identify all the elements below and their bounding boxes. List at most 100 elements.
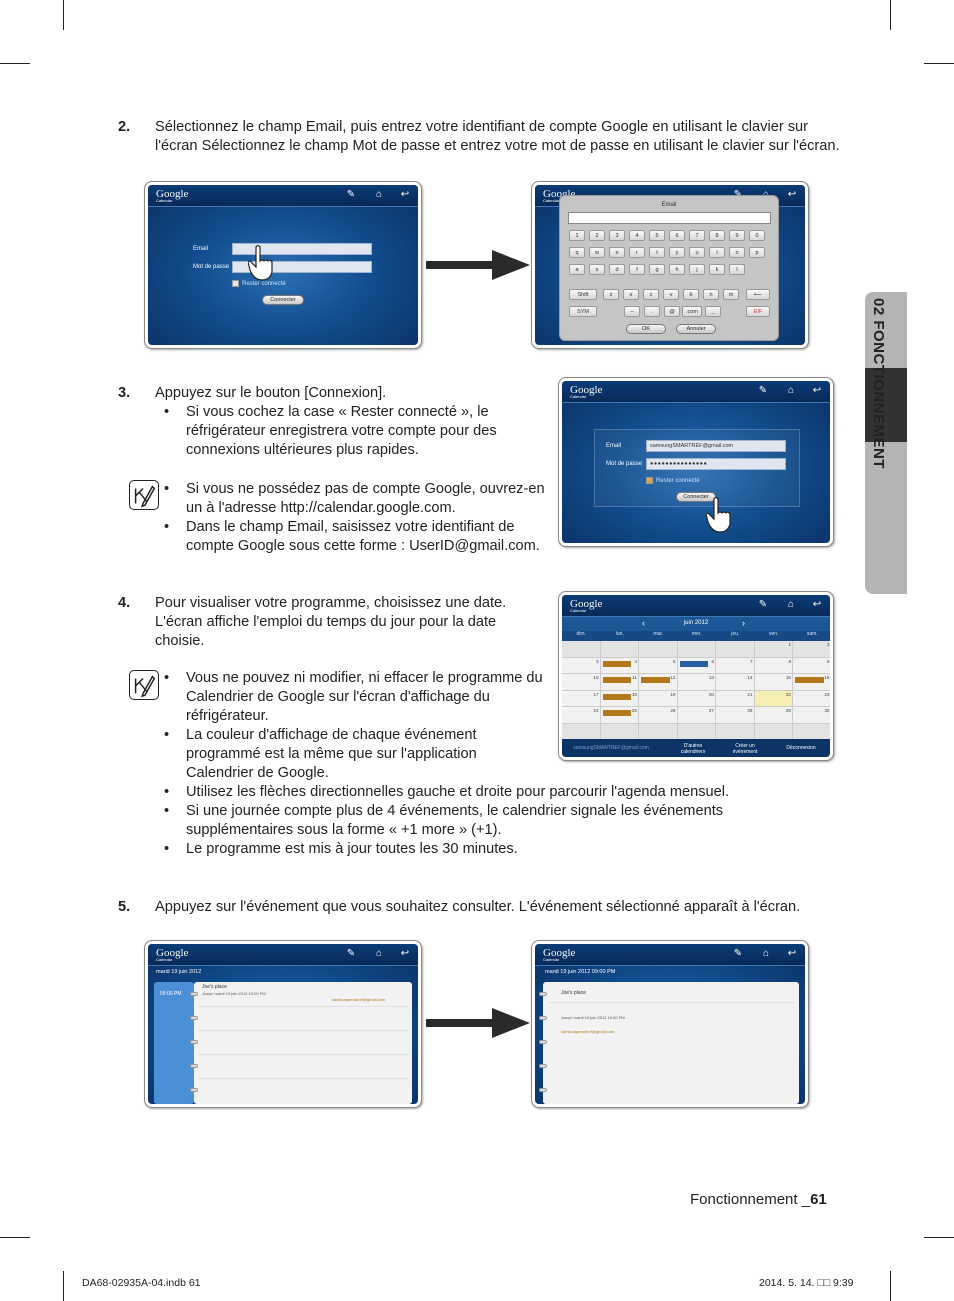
key-r[interactable]: r: [629, 247, 645, 258]
home-icon[interactable]: ⌂: [787, 599, 795, 610]
key-1[interactable]: 1: [569, 230, 585, 241]
prev-month-arrow[interactable]: ‹: [642, 618, 645, 628]
memo-icon[interactable]: ✎: [733, 948, 743, 959]
stay-checkbox[interactable]: [646, 477, 653, 484]
key-u[interactable]: u: [689, 247, 705, 258]
email-field[interactable]: [232, 243, 372, 255]
calendar-day-cell[interactable]: 29: [754, 707, 793, 724]
calendar-day-cell[interactable]: 8: [754, 657, 793, 675]
key-a[interactable]: a: [569, 264, 585, 275]
calendar-day-cell[interactable]: 15: [754, 674, 793, 691]
memo-icon[interactable]: ✎: [758, 599, 768, 610]
calendar-day-cell[interactable]: 7: [716, 657, 755, 675]
calendar-day-cell[interactable]: 1: [754, 641, 793, 658]
key-k[interactable]: k: [709, 264, 725, 275]
key-e[interactable]: e: [609, 247, 625, 258]
calendar-day-cell[interactable]: 19: [639, 690, 678, 708]
backspace-key[interactable]: ⟵: [746, 289, 770, 300]
home-icon[interactable]: ⌂: [759, 188, 773, 202]
key-w[interactable]: w: [589, 247, 605, 258]
key-v[interactable]: v: [663, 289, 679, 300]
ok-button[interactable]: OK: [626, 324, 666, 334]
calendar-day-cell[interactable]: 26: [639, 707, 678, 724]
calendar-day-cell[interactable]: 23: [793, 690, 830, 708]
calendar-day-cell[interactable]: [677, 641, 716, 658]
key-n[interactable]: n: [703, 289, 719, 300]
key-f[interactable]: f: [629, 264, 645, 275]
lang-key[interactable]: E/F: [746, 306, 770, 317]
calendar-day-cell[interactable]: [600, 641, 639, 658]
stay-checkbox[interactable]: [232, 280, 239, 287]
key-l[interactable]: l: [729, 264, 745, 275]
keyboard-input[interactable]: [568, 212, 771, 224]
back-icon[interactable]: ↩: [400, 948, 410, 959]
other-calendars-button[interactable]: D'autres calendriers: [680, 743, 706, 755]
sym-key[interactable]: SYM: [569, 306, 597, 317]
key-j[interactable]: j: [689, 264, 705, 275]
back-icon[interactable]: ↩: [812, 599, 822, 610]
key-0[interactable]: 0: [749, 230, 765, 241]
event-title[interactable]: Joe's place: [202, 984, 227, 990]
calendar-day-cell[interactable]: 17: [562, 690, 601, 708]
key-y[interactable]: y: [669, 247, 685, 258]
shift-key[interactable]: Shift: [569, 289, 597, 300]
connect-button[interactable]: Connecter: [262, 295, 304, 305]
calendar-event[interactable]: [602, 660, 631, 667]
calendar-day-cell[interactable]: 27: [677, 707, 716, 724]
calendar-day-cell[interactable]: 5: [639, 657, 678, 675]
key-2[interactable]: 2: [589, 230, 605, 241]
calendar-day-cell[interactable]: 30: [793, 707, 830, 724]
calendar-day-cell[interactable]: 14: [716, 674, 755, 691]
key-z[interactable]: z: [603, 289, 619, 300]
calendar-event[interactable]: [602, 710, 631, 717]
key-o[interactable]: o: [729, 247, 745, 258]
key-q[interactable]: q: [569, 247, 585, 258]
memo-icon[interactable]: ✎: [346, 948, 356, 959]
calendar-day-cell[interactable]: [562, 641, 601, 658]
key-t[interactable]: t: [649, 247, 665, 258]
key-c[interactable]: c: [643, 289, 659, 300]
dotcom-key[interactable]: .com: [682, 306, 702, 317]
next-month-arrow[interactable]: ›: [742, 618, 745, 628]
key-3[interactable]: 3: [609, 230, 625, 241]
calendar-day-cell[interactable]: 9: [793, 657, 830, 675]
key-x[interactable]: x: [623, 289, 639, 300]
cancel-button[interactable]: Annuler: [676, 324, 716, 334]
back-icon[interactable]: ↩: [812, 385, 822, 396]
calendar-day-cell[interactable]: 24: [562, 707, 601, 724]
memo-icon[interactable]: ✎: [731, 188, 745, 202]
calendar-event[interactable]: [795, 677, 824, 684]
key-s[interactable]: s: [589, 264, 605, 275]
calendar-day-cell[interactable]: 10: [562, 674, 601, 691]
calendar-day-cell[interactable]: 21: [716, 690, 755, 708]
key-d[interactable]: d: [609, 264, 625, 275]
calendar-day-cell[interactable]: 2: [793, 641, 830, 658]
key-7[interactable]: 7: [689, 230, 705, 241]
home-icon[interactable]: ⌂: [375, 189, 383, 200]
calendar-day-cell[interactable]: [639, 641, 678, 658]
calendar-day-cell[interactable]: 3: [562, 657, 601, 675]
calendar-event[interactable]: [602, 693, 631, 700]
logout-button[interactable]: Déconnexion: [786, 745, 816, 751]
calendar-day-cell[interactable]: 13: [677, 674, 716, 691]
back-icon[interactable]: ↩: [400, 189, 410, 200]
memo-icon[interactable]: ✎: [346, 189, 356, 200]
password-field[interactable]: ●●●●●●●●●●●●●●●: [646, 458, 786, 470]
key-5[interactable]: 5: [649, 230, 665, 241]
key-b[interactable]: b: [683, 289, 699, 300]
back-icon[interactable]: ↩: [787, 948, 797, 959]
dash-key[interactable]: –: [624, 306, 640, 317]
key-4[interactable]: 4: [629, 230, 645, 241]
calendar-day-cell[interactable]: 20: [677, 690, 716, 708]
home-icon[interactable]: ⌂: [375, 948, 383, 959]
calendar-event[interactable]: [641, 677, 670, 684]
key-i[interactable]: i: [709, 247, 725, 258]
create-event-button[interactable]: Créer un événement: [732, 743, 758, 755]
key-9[interactable]: 9: [729, 230, 745, 241]
key-g[interactable]: g: [649, 264, 665, 275]
dot-key[interactable]: .: [644, 306, 660, 317]
key-p[interactable]: p: [749, 247, 765, 258]
memo-icon[interactable]: ✎: [758, 385, 768, 396]
key-8[interactable]: 8: [709, 230, 725, 241]
calendar-day-cell[interactable]: [716, 641, 755, 658]
